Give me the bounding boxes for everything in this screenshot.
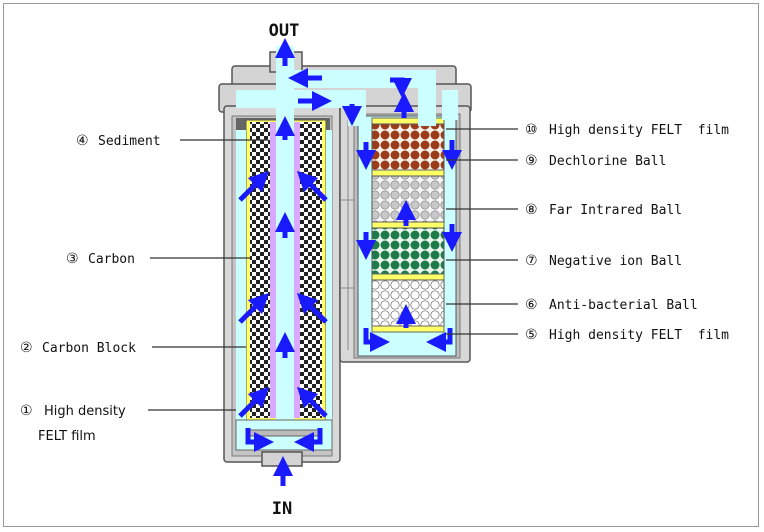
diagram-frame (3, 3, 759, 527)
label-number: ③ (66, 251, 79, 267)
sediment-layer (270, 122, 276, 418)
label-text: Far Intrared Ball (549, 203, 682, 218)
left-label-carbon: ③ Carbon (66, 251, 135, 267)
label-number: ⑤ (525, 327, 538, 343)
label-number: ⑨ (525, 153, 538, 169)
right-label-dechlorine: ⑨ Dechlorine Ball (525, 153, 666, 169)
carbon-block-right (300, 122, 322, 418)
right-label-felt-top: ⑩ High density FELT film (525, 122, 729, 138)
left-label-sediment: ④ Sediment (76, 133, 161, 149)
right-label-negative-ion: ⑦ Negative ion Ball (525, 253, 682, 269)
center-channel (276, 122, 294, 420)
right-label-felt-bottom: ⑤ High density FELT film (525, 327, 729, 343)
left-label-felt-film: ① High density FELT film (20, 403, 126, 444)
carbon-block-left (250, 122, 270, 418)
label-text: High density (44, 404, 126, 419)
left-cartridge (235, 118, 333, 451)
label-text: Negative ion Ball (549, 254, 682, 269)
label-number: ⑩ (525, 122, 538, 138)
label-text: Carbon (88, 252, 135, 267)
label-text: Dechlorine Ball (549, 154, 666, 169)
label-number: ⑧ (525, 202, 538, 218)
negative-ion-ball-layer (371, 227, 445, 275)
dechlorine-ball-layer (371, 123, 445, 171)
flow-in-label: IN (272, 499, 292, 519)
right-label-anti-bacterial: ⑥ Anti-bacterial Ball (525, 297, 698, 313)
label-number: ⑦ (525, 253, 538, 269)
label-text-line2: FELT film (38, 429, 96, 444)
label-text: High density FELT film (549, 123, 729, 138)
flow-arrows (238, 38, 462, 486)
label-text: Anti-bacterial Ball (549, 298, 698, 313)
leader-lines (148, 128, 518, 411)
label-text: High density FELT film (549, 328, 729, 343)
flow-out-label: OUT (269, 21, 300, 41)
label-text: Carbon Block (42, 341, 136, 356)
label-number: ④ (76, 133, 89, 149)
label-number: ① (20, 403, 33, 419)
left-label-carbon-block: ② Carbon Block (20, 340, 136, 356)
label-text: Sediment (98, 134, 161, 149)
label-number: ② (20, 340, 33, 356)
label-number: ⑥ (525, 297, 538, 313)
right-label-far-infrared: ⑧ Far Intrared Ball (525, 202, 682, 218)
